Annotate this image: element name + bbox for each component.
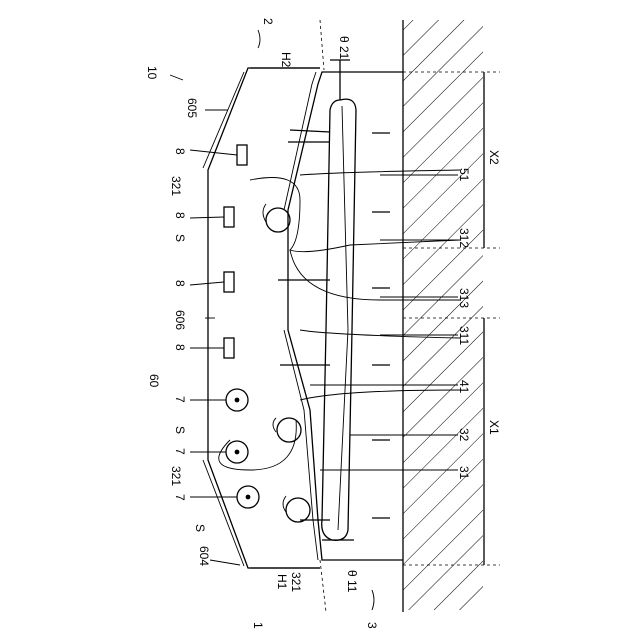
label-41: 41 <box>457 380 471 394</box>
label-1: 1 <box>251 622 265 629</box>
label-x1: X1 <box>487 420 501 435</box>
label-321c: 321 <box>289 572 303 592</box>
hood-60 <box>203 68 320 568</box>
label-7c: 7 <box>173 494 187 501</box>
label-h2: H2 <box>279 52 293 68</box>
label-8b: 8 <box>173 212 187 219</box>
label-321a: 321 <box>169 176 183 196</box>
label-606: 606 <box>173 310 187 330</box>
label-theta21: θ 21 <box>337 36 351 60</box>
label-32: 32 <box>457 428 471 442</box>
label-s-b: S <box>173 426 187 434</box>
label-8c: 8 <box>173 280 187 287</box>
label-h1: H1 <box>275 574 289 590</box>
label-2: 2 <box>261 18 275 25</box>
label-x2: X2 <box>487 150 501 165</box>
label-605: 605 <box>185 98 199 118</box>
ski-body <box>322 99 356 540</box>
label-7a: 7 <box>173 396 187 403</box>
ground <box>403 20 483 612</box>
label-604: 604 <box>197 546 211 566</box>
label-8a: 8 <box>173 148 187 155</box>
label-31: 31 <box>457 466 471 480</box>
label-311: 311 <box>457 326 471 345</box>
boxes-8 <box>224 145 247 358</box>
label-theta11: θ 11 <box>345 570 359 593</box>
label-8d: 8 <box>173 344 187 351</box>
label-7b: 7 <box>173 448 187 455</box>
label-313: 313 <box>457 288 471 308</box>
label-60: 60 <box>147 374 161 388</box>
label-312: 312 <box>457 228 471 248</box>
label-s-c: S <box>193 524 207 532</box>
label-10: 10 <box>145 66 159 80</box>
label-s-a: S <box>173 234 187 242</box>
rollers-7 <box>226 389 259 508</box>
label-51: 51 <box>457 168 471 182</box>
label-321b: 321 <box>169 466 183 486</box>
label-3: 3 <box>365 622 379 629</box>
